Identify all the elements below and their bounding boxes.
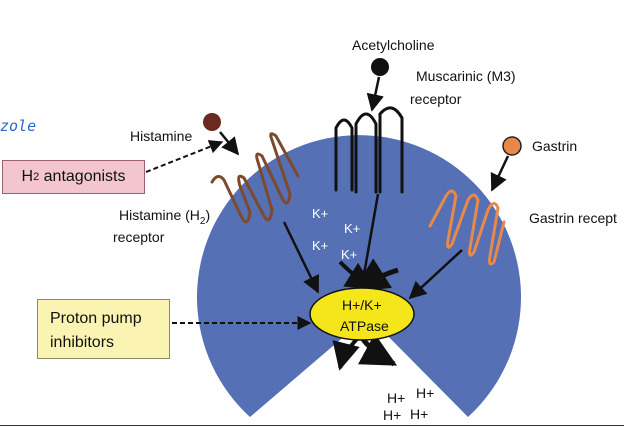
gastrin-ligand-icon xyxy=(502,136,522,156)
h-ion-4: H+ xyxy=(410,406,429,422)
gastrin-signal-arrow xyxy=(408,249,463,300)
pump-label-line1: H+/K+ xyxy=(342,297,382,313)
k-ion-3: K+ xyxy=(312,238,329,253)
proton-pump-ellipse xyxy=(309,287,415,341)
histamine-receptor-label-line1: Histamine (H2) xyxy=(119,207,211,227)
ppi-line2: inhibitors xyxy=(50,334,115,351)
h-ion-2: H+ xyxy=(416,385,435,401)
bottom-border xyxy=(0,425,624,426)
h-ion-3: H+ xyxy=(383,407,402,423)
k-ion-2: K+ xyxy=(344,221,361,236)
muscarinic-label-line1: Muscarinic (M3) xyxy=(416,68,516,84)
h2-antagonist-block-arrow xyxy=(145,140,224,173)
muscarinic-label-line2: receptor xyxy=(410,91,462,107)
histamine-ligand-icon xyxy=(203,113,221,131)
muscarinic-receptor-icon xyxy=(334,106,404,194)
proton-pump-inhibitors-box: Proton pump inhibitors xyxy=(37,299,170,359)
gastrin-receptor-icon xyxy=(428,189,506,266)
gastrin-label: Gastrin xyxy=(532,138,578,154)
parietal-cell-shape xyxy=(196,135,521,417)
gastrin-arrow xyxy=(490,155,510,192)
k-ion-4: K+ xyxy=(341,247,358,262)
histamine-label: Histamine xyxy=(130,128,193,144)
h-ion-1: H+ xyxy=(387,390,406,406)
h-efflux-arrow-2 xyxy=(332,336,360,371)
acetylcholine-ligand-icon xyxy=(371,58,389,76)
histamine-arrow xyxy=(219,131,240,156)
k-influx-arrow-2 xyxy=(338,260,375,290)
pump-label-line2: ATPase xyxy=(340,318,389,334)
acetylcholine-arrow xyxy=(366,76,384,112)
acetylcholine-label: Acetylcholine xyxy=(352,37,435,53)
h-efflux-arrow xyxy=(357,333,398,367)
histamine-signal-arrow xyxy=(282,221,320,294)
gastrin-receptor-label: Gastrin recept xyxy=(529,210,617,226)
k-ion-1: K+ xyxy=(312,206,329,221)
ppi-line1: Proton pump xyxy=(50,310,142,327)
partial-left-text: zole xyxy=(0,117,37,135)
histamine-receptor-icon xyxy=(210,132,300,224)
histamine-receptor-label-line2: receptor xyxy=(113,229,165,245)
